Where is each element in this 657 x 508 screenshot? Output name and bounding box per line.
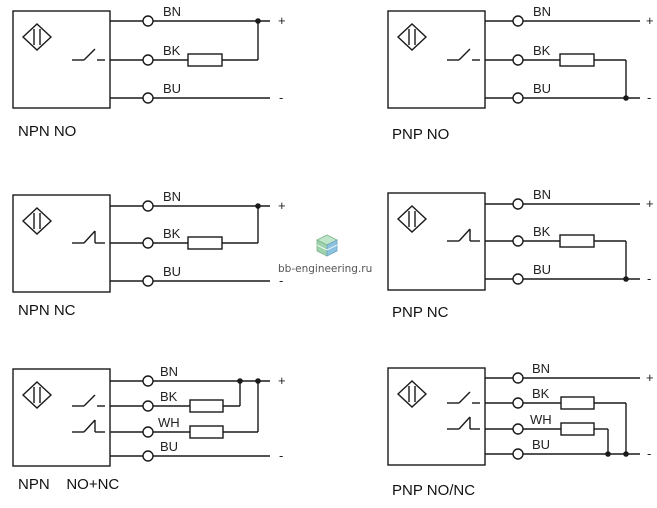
minus-label: - <box>647 446 651 461</box>
terminal-bk <box>512 235 524 247</box>
switch-no-icon <box>72 48 105 61</box>
load-resistor <box>560 396 595 410</box>
wire-label-bn: BN <box>163 189 181 204</box>
minus-label: - <box>279 273 283 288</box>
sensor-symbol-icon <box>396 380 428 408</box>
junction-dot <box>623 451 629 457</box>
sensor-symbol-icon <box>21 381 53 409</box>
switch-nc-icon <box>72 230 105 244</box>
diagram-caption: NPN NC <box>18 302 76 319</box>
terminal-bk <box>512 54 524 66</box>
terminal-bk <box>142 400 154 412</box>
load-resistor <box>559 234 595 248</box>
terminal-bn <box>142 200 154 212</box>
terminal-bn <box>512 198 524 210</box>
plus-label: + <box>646 370 654 385</box>
wire-label-bu: BU <box>160 439 178 454</box>
terminal-bu <box>142 275 154 287</box>
minus-label: - <box>279 90 283 105</box>
load-resistor <box>187 236 223 250</box>
terminal-bn <box>142 15 154 27</box>
wire-label-bu: BU <box>533 262 551 277</box>
diagram-pnp-no-nc: BN + BK WH BU - PNP NO/NC <box>387 361 654 499</box>
wire-label-bn: BN <box>160 364 178 379</box>
wire-label-bk: BK <box>532 386 550 401</box>
terminal-bu <box>512 448 524 460</box>
diagram-pnp-nc: BN + BK BU - PNP NC <box>387 187 654 321</box>
terminal-bu <box>142 450 154 462</box>
wire-label-wh: WH <box>158 415 180 430</box>
sensor-symbol-icon <box>396 205 428 233</box>
terminal-bk <box>512 397 524 409</box>
watermark-text: bb-engineering.ru <box>278 263 372 275</box>
plus-label: + <box>278 373 286 388</box>
diagram-npn-no-nc: BN + BK WH BU - NPN NO+NC <box>12 364 286 493</box>
wire-label-bu: BU <box>533 81 551 96</box>
sensor-symbol-icon <box>21 207 53 235</box>
wire-label-bn: BN <box>163 4 181 19</box>
diagram-caption: PNP NO <box>392 126 449 143</box>
switch-no-icon <box>447 391 480 404</box>
sensor-body <box>387 10 486 109</box>
terminal-bn <box>512 372 524 384</box>
switch-no-icon <box>72 394 105 407</box>
wire-label-bu: BU <box>532 437 550 452</box>
terminal-bu <box>142 92 154 104</box>
minus-label: - <box>647 271 651 286</box>
wire-label-bk: BK <box>533 224 551 239</box>
switch-nc-icon <box>447 228 480 242</box>
plus-label: + <box>646 196 654 211</box>
wire-label-wh: WH <box>530 412 552 427</box>
wire-label-bk: BK <box>533 43 551 58</box>
terminal-bn <box>142 375 154 387</box>
load-resistor <box>189 399 224 413</box>
sensor-symbol-icon <box>21 23 53 51</box>
sensor-body <box>12 368 111 467</box>
terminal-bk <box>142 54 154 66</box>
diagram-caption: NPN NO+NC <box>18 476 119 493</box>
diagram-npn-no: BN + BK BU - NPN NO <box>12 4 286 140</box>
junction-dot <box>605 451 611 457</box>
switch-no-icon <box>447 48 480 61</box>
wire-label-bn: BN <box>533 4 551 19</box>
terminal-wh <box>512 423 524 435</box>
watermark: bb-engineering.ru <box>278 234 372 275</box>
minus-label: - <box>279 448 283 463</box>
terminal-wh <box>142 426 154 438</box>
diagram-npn-nc: BN + BK BU - NPN NC <box>12 189 286 319</box>
plus-label: + <box>278 13 286 28</box>
terminal-bu <box>512 92 524 104</box>
wire-label-bk: BK <box>163 226 181 241</box>
wire-label-bk: BK <box>160 389 178 404</box>
plus-label: + <box>278 198 286 213</box>
wire-label-bu: BU <box>163 264 181 279</box>
cube-logo-icon <box>316 234 338 257</box>
wire-label-bu: BU <box>163 81 181 96</box>
load-resistor <box>559 53 595 67</box>
load-resistor <box>560 422 595 436</box>
wire-label-bn: BN <box>532 361 550 376</box>
switch-nc-icon <box>72 419 105 433</box>
sensor-symbol-icon <box>396 23 428 51</box>
diagram-caption: NPN NO <box>18 123 76 140</box>
load-resistor <box>187 53 223 67</box>
junction-dot <box>623 95 629 101</box>
diagram-caption: PNP NC <box>392 304 449 321</box>
diagram-pnp-no: BN + BK BU - PNP NO <box>387 4 654 143</box>
junction-dot <box>623 276 629 282</box>
wire-label-bn: BN <box>533 187 551 202</box>
terminal-bn <box>512 15 524 27</box>
terminal-bk <box>142 237 154 249</box>
plus-label: + <box>646 13 654 28</box>
wire-label-bk: BK <box>163 43 181 58</box>
terminal-bu <box>512 273 524 285</box>
sensor-body <box>387 367 486 466</box>
load-resistor <box>189 425 224 439</box>
sensor-body <box>12 10 111 109</box>
minus-label: - <box>647 90 651 105</box>
diagram-caption: PNP NO/NC <box>392 482 475 499</box>
switch-nc-icon <box>447 416 480 430</box>
